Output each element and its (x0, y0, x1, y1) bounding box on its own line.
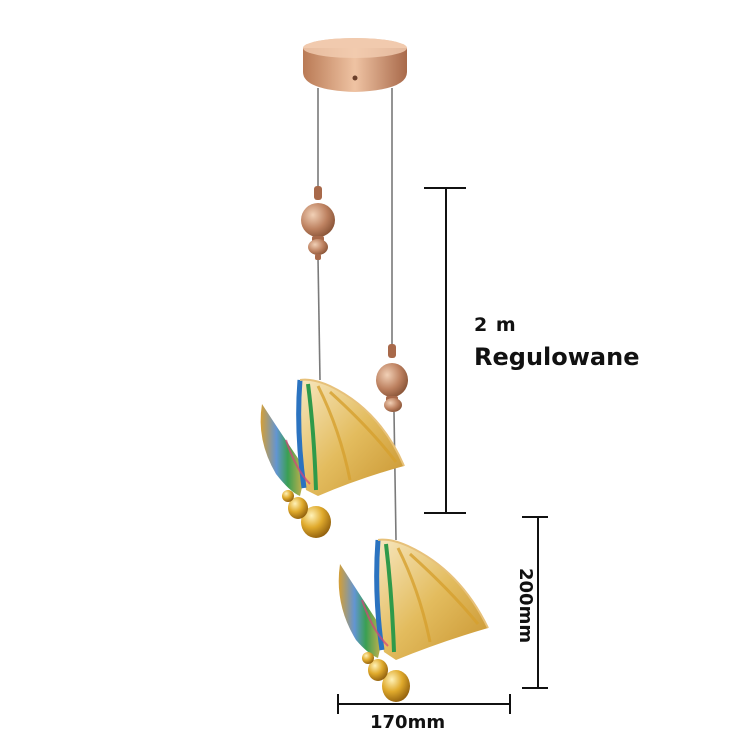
dimension-width (337, 694, 511, 714)
butterfly-lamp-lower (338, 538, 489, 702)
width-dimension-label: 170mm (370, 712, 446, 733)
dimension-cable-length (424, 187, 466, 514)
cable-bead-left (301, 186, 335, 260)
cable-adjustable-label: Regulowane (474, 343, 640, 371)
butterfly-lamp-upper (260, 378, 405, 538)
dimension-height (522, 516, 548, 689)
cable-bead-right (376, 344, 408, 412)
suspension-cables (317, 88, 397, 541)
height-dimension-label: 200mm (515, 568, 536, 644)
ceiling-canopy (303, 38, 407, 92)
cable-length-label: 2 m (474, 314, 517, 336)
